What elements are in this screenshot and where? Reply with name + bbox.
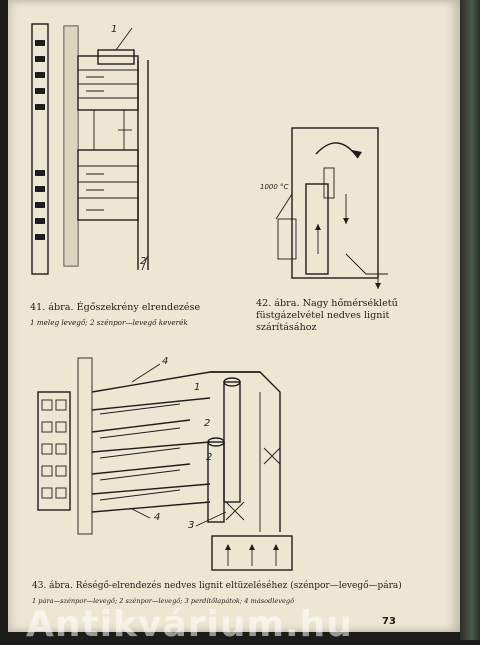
figure-43-label-2-lower: 2 [206,452,213,463]
figure-42-drawing [266,124,396,294]
figure-42-caption-line-1: 42. ábra. Nagy hőmérsékletű [256,298,398,309]
figure-43-label-4-bottom: 4 [154,512,161,523]
figure-41-drawing [24,20,174,280]
figure-43-label-3: 3 [188,520,195,531]
book-page: 1 2 1000 °C 41. ábra. Égőszekrény elrend… [8,0,460,632]
page-number: 73 [382,616,396,627]
figure-42-caption-line-3: szárításához [256,322,317,333]
figure-43-label-1: 1 [194,382,201,393]
figure-43-label-4-top: 4 [162,356,169,367]
watermark: Antikvárium.hu [26,604,353,645]
figure-41-caption: 41. ábra. Égőszekrény elrendezése [30,302,201,313]
figure-43-drawing [30,352,330,572]
figure-41-label-1: 1 [111,24,118,35]
figure-41-legend: 1 meleg levegő; 2 szénpor—levegő keverék [30,318,188,327]
figure-42-temp-label: 1000 °C [260,183,289,191]
figure-41-label-2: 2 [140,256,147,267]
figure-43-caption: 43. ábra. Réségő-elrendezés nedves ligni… [32,581,402,591]
figure-43-legend: 1 pára—szénpor—levegő; 2 szénpor—levegő;… [32,597,295,605]
figure-42-caption-line-2: füstgázelvétel nedves lignit [256,310,390,321]
book-spine [460,0,480,640]
figure-43-label-2-upper: 2 [204,418,211,429]
